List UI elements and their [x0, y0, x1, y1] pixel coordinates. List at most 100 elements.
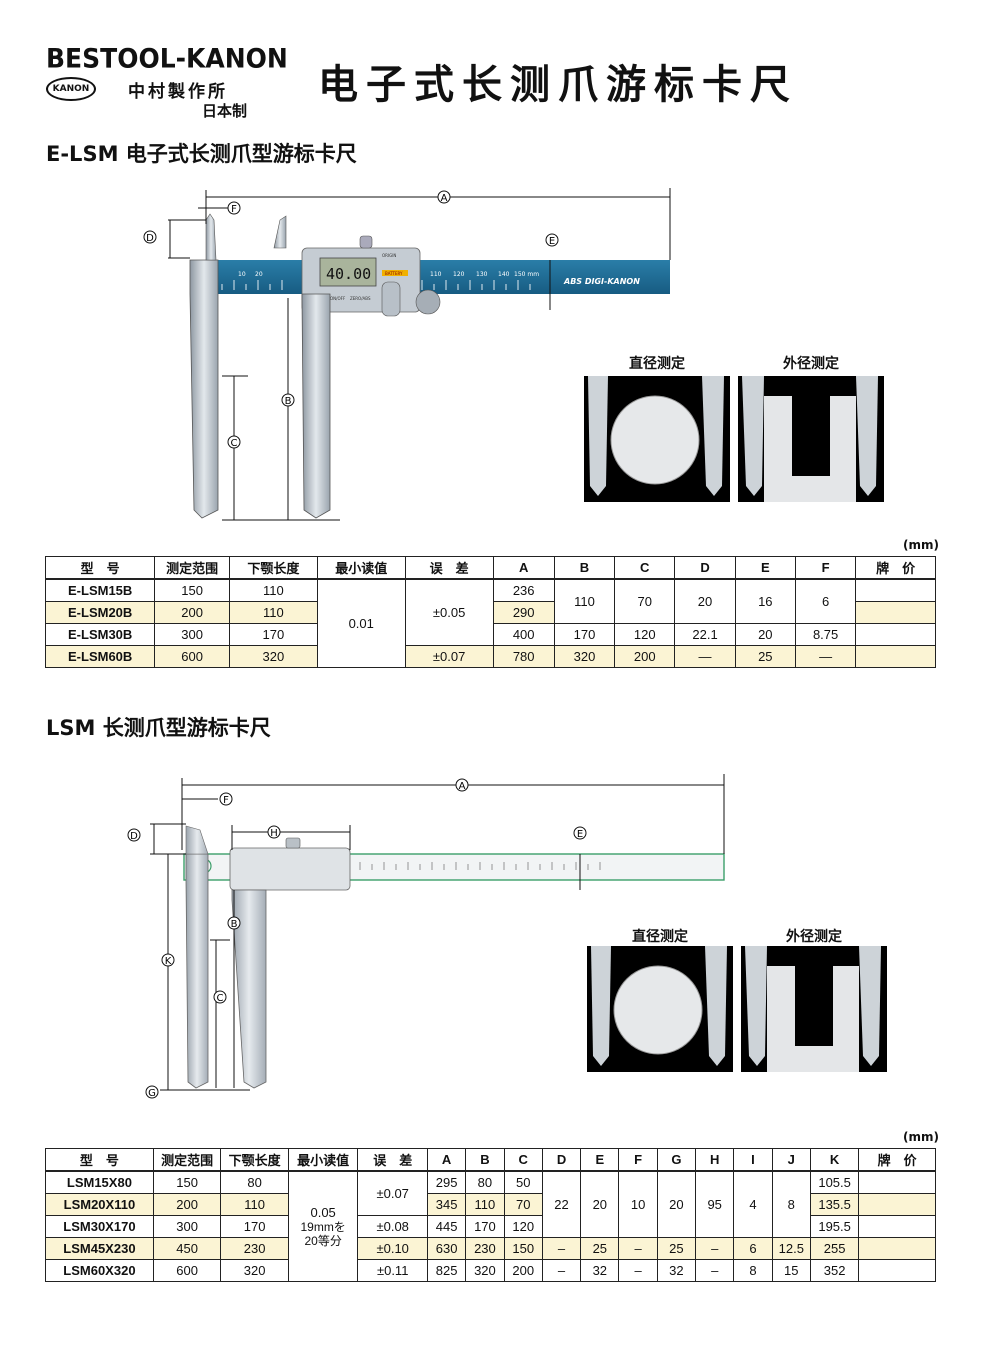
cell-range: 600	[154, 645, 230, 668]
cell-F: 8.75	[794, 623, 857, 646]
cell-A: 445	[426, 1215, 467, 1238]
cell-J: 15	[771, 1259, 811, 1282]
cell-price	[855, 578, 936, 602]
cell-C: 150	[503, 1237, 543, 1260]
col-G: G	[656, 1148, 697, 1172]
min-reading-note-2: 20等分	[304, 1233, 342, 1248]
col-E: E	[734, 556, 796, 580]
dim-label-H: H	[270, 828, 278, 839]
cell-C: 70	[614, 578, 676, 624]
dim-label-E: E	[577, 829, 583, 840]
cell-price	[858, 1215, 936, 1238]
origin-button-label: ORIGIN	[382, 253, 396, 258]
cell-model: LSM20X110	[45, 1193, 154, 1216]
scale-label-140: 140	[498, 271, 510, 278]
cell-I: 4	[733, 1170, 773, 1238]
cell-model: E-LSM60B	[44, 645, 156, 668]
cell-E: 20	[580, 1170, 620, 1238]
cell-G: 20	[656, 1170, 697, 1238]
sliding-jaw	[231, 889, 267, 1089]
brand-name: BESTOOL-KANON	[46, 43, 288, 74]
col-C: C	[614, 556, 676, 580]
cell-H: –	[695, 1259, 735, 1282]
cell-A: 290	[492, 601, 555, 624]
dim-label-G: G	[148, 1088, 156, 1099]
cell-model: E-LSM20B	[44, 601, 156, 624]
table-row: LSM20X110 200 110 345 110 70 135.5	[45, 1193, 936, 1216]
cell-B: 170	[553, 623, 616, 646]
cell-model: E-LSM15B	[44, 578, 156, 602]
outer-measure-image	[741, 946, 887, 1072]
cell-I: 8	[733, 1259, 773, 1282]
fixed-jaw	[185, 853, 209, 1089]
col-error: 误 差	[357, 1148, 428, 1172]
cell-B: 80	[465, 1170, 505, 1194]
dim-label-D: D	[130, 831, 138, 842]
cell-error: ±0.05	[404, 578, 494, 646]
cell-jaw: 170	[228, 623, 318, 646]
lock-screw-icon	[359, 235, 373, 249]
cell-error: ±0.08	[357, 1215, 428, 1238]
col-A: A	[492, 556, 555, 580]
cell-error: ±0.07	[357, 1170, 428, 1216]
cell-range: 200	[154, 601, 230, 624]
cell-E: 25	[734, 645, 796, 668]
col-jaw: 下颚长度	[220, 1148, 289, 1172]
table-row: E-LSM15B 150 110 0.01 ±0.05 236 110 70 2…	[44, 578, 936, 668]
cell-C: 120	[614, 623, 676, 646]
cell-J: 8	[771, 1170, 811, 1238]
unit-label-1: (mm)	[903, 538, 939, 552]
col-I: I	[733, 1148, 773, 1172]
cell-jaw: 320	[220, 1259, 289, 1282]
cell-min-reading: 0.01	[316, 578, 406, 668]
cell-price	[858, 1259, 936, 1282]
cell-K: 195.5	[809, 1215, 860, 1238]
scale-label-0: 10	[238, 271, 246, 278]
section1-title: E-LSM 电子式长测爪型游标卡尺	[46, 142, 357, 166]
cell-F: 6	[794, 578, 857, 624]
panel-label-diameter: 直径测定	[632, 929, 688, 945]
cell-A: 825	[426, 1259, 467, 1282]
zero-button-label: ZERO/ABS	[350, 296, 371, 301]
col-E: E	[580, 1148, 620, 1172]
cell-B: 110	[465, 1193, 505, 1216]
cell-price	[858, 1237, 936, 1260]
col-range: 测定范围	[152, 1148, 222, 1172]
cell-B: 110	[553, 578, 616, 624]
section2-title: LSM 长测爪型游标卡尺	[46, 716, 271, 740]
cell-model: LSM30X170	[45, 1215, 154, 1238]
col-C: C	[503, 1148, 543, 1172]
cell-G: 25	[656, 1237, 697, 1260]
col-min-reading: 最小读值	[287, 1148, 359, 1172]
cell-E: 16	[734, 578, 796, 624]
col-jaw: 下颚长度	[228, 556, 318, 580]
fixed-inside-jaw	[205, 213, 217, 261]
col-F: F	[618, 1148, 658, 1172]
col-H: H	[695, 1148, 735, 1172]
cell-jaw: 110	[220, 1193, 289, 1216]
cell-E: 20	[734, 623, 796, 646]
col-model: 型 号	[44, 556, 156, 580]
cell-A: 345	[426, 1193, 467, 1216]
dim-label-F: F	[223, 795, 229, 806]
cell-error: ±0.07	[404, 645, 494, 668]
spec-table-1: 型 号 测定范围 下颚长度 最小读值 误 差 A B C D E F 牌 价 E…	[44, 556, 936, 668]
cell-E: 25	[580, 1237, 620, 1260]
cell-model: LSM60X320	[45, 1259, 154, 1282]
dim-label-B: B	[285, 396, 292, 407]
cell-A: 236	[492, 578, 555, 602]
panel-label-diameter: 直径测定	[629, 356, 685, 372]
cell-E: 32	[580, 1259, 620, 1282]
cell-jaw: 320	[228, 645, 318, 668]
diameter-measure-image	[587, 946, 733, 1072]
cell-price	[855, 601, 936, 624]
cell-jaw: 170	[220, 1215, 289, 1238]
col-J: J	[771, 1148, 811, 1172]
cell-K: 255	[809, 1237, 860, 1260]
cell-jaw: 80	[220, 1170, 289, 1194]
col-model: 型 号	[45, 1148, 154, 1172]
scale-label-20: 20	[255, 271, 263, 278]
cell-error: ±0.11	[357, 1259, 428, 1282]
cell-D: 20	[674, 578, 736, 624]
col-range: 测定范围	[154, 556, 230, 580]
